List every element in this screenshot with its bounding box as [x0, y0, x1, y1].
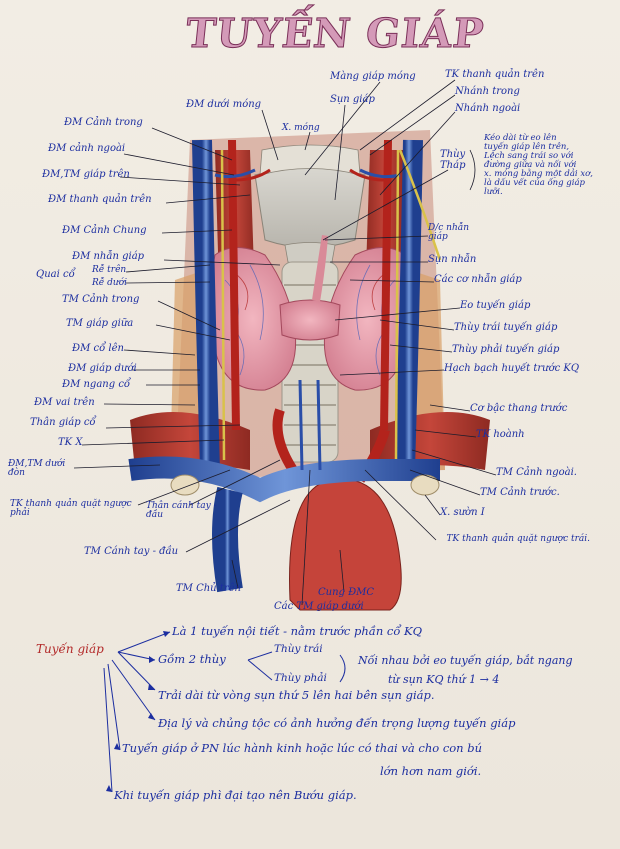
label-tk-x: TK X	[58, 437, 83, 448]
label-tm-canh-tay-dau: TM Cánh tay - đầu	[84, 546, 179, 557]
label-thuy-thap: Thùy Tháp	[440, 149, 466, 171]
label-mang-giap-mong: Màng giáp móng	[330, 71, 416, 82]
label-eo-tuyen-giap: Eo tuyến giáp	[460, 300, 531, 311]
label-dm-canh-ngoai: ĐM cảnh ngoài	[48, 143, 126, 154]
label-nhanh-ngoai: Nhánh ngoài	[455, 103, 521, 114]
label-than-giap-co: Thân giáp cổ	[30, 417, 96, 428]
label-tm-canh-trong: TM Cảnh trong	[62, 294, 140, 305]
carotid-arteries	[228, 139, 392, 431]
note-gom-2-thuy: Gồm 2 thùy	[158, 652, 226, 666]
pyramidal-note-line: lưỡi.	[484, 186, 503, 197]
label-cung-dmc: Cung ĐMC	[318, 587, 375, 598]
label-tk-hoanh: TK hoành	[476, 429, 525, 440]
label-dm-canh-chung: ĐM Cảnh Chung	[62, 225, 147, 236]
note-line-5b: lớn hơn nam giới.	[380, 764, 482, 778]
leader-lines	[73, 79, 497, 606]
label-dc-nhan-giap: D/c nhẫn giáp	[428, 223, 470, 243]
label-dm-ngang-co: ĐM ngang cổ	[62, 379, 131, 390]
vagus-nerves	[220, 149, 442, 461]
note-tu-sun: từ sụn KQ thứ 1 → 4	[388, 673, 500, 686]
note-line-4: Địa lý và chủng tộc có ảnh hưởng đến trọ…	[158, 716, 516, 730]
pyramidal-note-line: tuyến giáp lên trên,	[484, 141, 570, 152]
label-dm-duoi-mong: ĐM dưới móng	[186, 99, 262, 110]
label-tk-thanh-quan-quat-nguoc-trai: TK thanh quản quặt ngược trái.	[446, 534, 591, 544]
note-thuy-phai: Thùy phải	[274, 672, 327, 684]
note-noi-nhau: Nối nhau bởi eo tuyến giáp, bắt ngang	[358, 654, 573, 667]
label-co-bac-thang-truoc: Cơ bậc thang trước	[470, 403, 568, 414]
label-quai-co: Quai cổ	[36, 269, 75, 280]
label-than-canh-tay-dau: Thân cánh tay - đầu	[146, 501, 217, 521]
label-tm-chu-tren: TM Chủ trên	[176, 583, 241, 594]
label-tm-giap-giua: TM giáp giữa	[66, 318, 134, 329]
label-re-tren: Rễ trên	[92, 265, 127, 275]
label-dm-tm-giap-tren: ĐM,TM giáp trên	[42, 169, 130, 180]
label-sun-nhan: Sụn nhẫn	[428, 254, 477, 265]
label-nhanh-trong: Nhánh trong	[455, 86, 520, 97]
label-thuy-phai-tuyen-giap: Thùy phải tuyến giáp	[452, 344, 560, 355]
note-thuy-trai: Thùy trái	[274, 643, 323, 655]
label-dm-giap-duoi: ĐM giáp dưới	[68, 363, 137, 374]
thyroid-cartilage	[254, 144, 366, 266]
label-re-duoi: Rễ dưới	[92, 278, 128, 288]
pyramidal-note-line: x. móng bằng một dải xơ,	[484, 168, 593, 179]
label-hach-bach-huyet: Hạch bạch huyết trước KQ	[444, 363, 580, 374]
pyramidal-note-line: đường giữa và nối với	[484, 159, 577, 170]
label-dm-canh-trong: ĐM Cảnh trong	[64, 117, 143, 128]
label-dm-vai-tren: ĐM vai trên	[34, 397, 95, 408]
label-tk-thanh-quan-quat-nguoc-phai: TK thanh quản quặt ngược phải	[10, 499, 132, 519]
brachiocephalic-veins	[128, 456, 440, 593]
inferior-thyroid-veins	[298, 379, 322, 471]
note-line-1: Là 1 tuyến nội tiết - nằm trước phần cổ …	[172, 624, 423, 638]
pyramidal-note-line: Lệch sang trái so với	[484, 150, 574, 161]
label-dm-nhan-giap: ĐM nhẫn giáp	[72, 251, 145, 262]
label-cac-tm-giap-duoi: Các TM giáp dưới	[274, 601, 364, 612]
note-line-5a: Tuyến giáp ở PN lúc hành kinh hoặc lúc c…	[122, 741, 483, 755]
label-sun-giap: Sụn giáp	[330, 94, 375, 105]
pyramidal-lobe-note: Kéo dài từ eo lên tuyến giáp lên trên, L…	[484, 134, 593, 196]
notes-heading: Tuyến giáp	[36, 642, 104, 656]
pyramidal-note-line: Kéo dài từ eo lên	[484, 133, 557, 143]
label-dm-co-len: ĐM cổ lên	[72, 343, 124, 354]
label-cac-co-nhan-giap: Các cơ nhẫn giáp	[434, 274, 522, 285]
label-tk-thanh-quan-tren: TK thanh quản trên	[445, 69, 545, 80]
label-tm-canh-truoc: TM Cảnh trước.	[480, 487, 560, 498]
label-dm-tm-duoi-don: ĐM,TM dưới đòn	[8, 459, 66, 479]
label-dm-thanh-quan-tren: ĐM thanh quản trên	[48, 194, 152, 205]
note-line-6: Khi tuyến giáp phì đại tạo nên Bướu giáp…	[114, 788, 357, 802]
pyramidal-note-line: là dấu vết của ống giáp	[484, 177, 585, 188]
label-thuy-trai-tuyen-giap: Thùy trái tuyến giáp	[454, 322, 558, 333]
label-tm-canh-ngoai: TM Cảnh ngoài.	[496, 467, 577, 478]
label-x-suon-i: X. sườn I	[440, 507, 485, 518]
note-line-3: Trải dài từ vòng sụn thứ 5 lên hai bên s…	[158, 688, 435, 702]
label-x-mong: X. móng	[282, 123, 320, 133]
